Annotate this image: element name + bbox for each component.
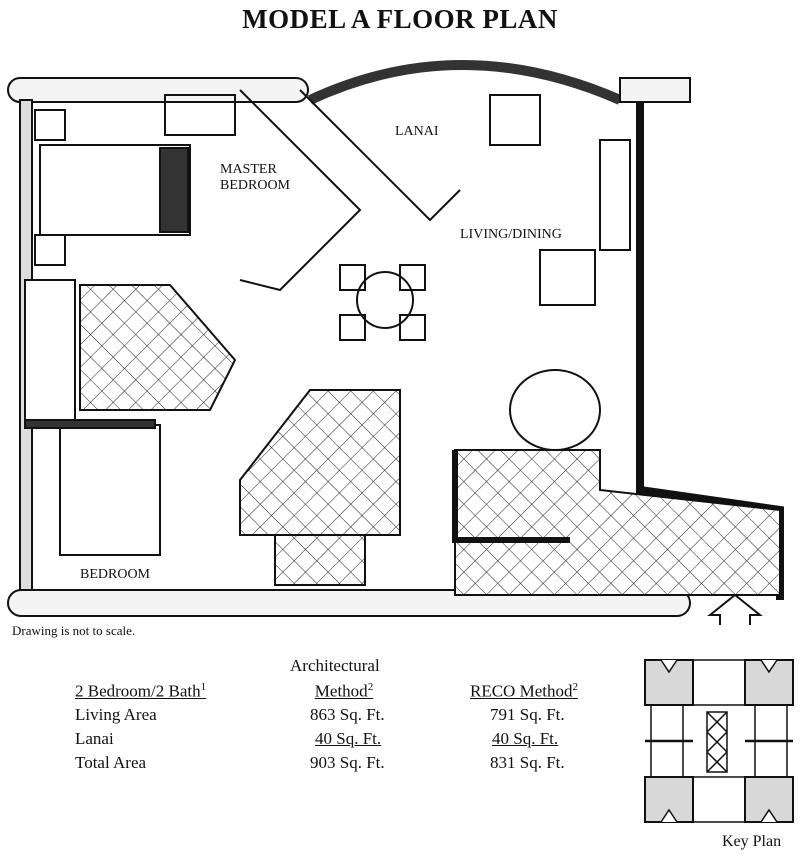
desk [164, 94, 236, 136]
row-arch-value: 903 Sq. Ft. [310, 753, 385, 772]
nightstand [34, 109, 66, 141]
bathtub [24, 279, 76, 421]
row-arch-value: 40 Sq. Ft. [315, 729, 382, 748]
col-reco-header: RECO Method2 [470, 681, 578, 702]
bottom-wall [7, 589, 691, 617]
entry-arrow [707, 593, 763, 625]
room-label-line: MASTER [220, 162, 277, 177]
col-arch-header-line2: Method2 [288, 681, 400, 702]
col-arch-header-line1: Architectural [290, 656, 380, 675]
lanai-railing [307, 60, 623, 105]
bedroom-bed [59, 424, 161, 556]
row-label: Total Area [75, 753, 147, 772]
shower [274, 534, 366, 586]
page-title: MODEL A FLOOR PLAN [242, 4, 558, 34]
dining-table [356, 271, 414, 329]
footnote-marker: 1 [200, 681, 207, 693]
col-reco-method: RECO Method [470, 681, 573, 701]
master-bath [79, 284, 237, 411]
unit-type-header: 2 Bedroom/2 Bath1 [75, 681, 206, 702]
row-reco-value: 40 Sq. Ft. [492, 729, 559, 748]
scale-note: Drawing is not to scale. [12, 623, 136, 638]
footnote-marker: 2 [572, 681, 578, 693]
top-wall-left [7, 77, 309, 103]
top-wall-right [619, 77, 691, 103]
breakfast-table [509, 369, 601, 451]
footnote-marker: 2 [367, 681, 374, 693]
row-arch-value: 863 Sq. Ft. [310, 705, 385, 724]
armchair [489, 94, 541, 146]
row-reco-value: 791 Sq. Ft. [490, 705, 565, 724]
col-arch-method: Method [314, 681, 368, 701]
row-label: Lanai [75, 729, 114, 748]
kitchen-floor [454, 449, 781, 596]
room-label-line: BEDROOM [220, 178, 291, 193]
armchair [539, 249, 596, 306]
room-label-master-bedroom: MASTER BEDROOM [220, 162, 290, 194]
room-label-bedroom: BEDROOM [80, 567, 151, 582]
row-label: Living Area [75, 705, 157, 724]
room-label-living-dining: LIVING/DINING [460, 227, 562, 242]
nightstand [34, 234, 66, 266]
room-label-lanai: LANAI [395, 124, 439, 139]
row-reco-value: 831 Sq. Ft. [490, 753, 565, 772]
closet [239, 89, 362, 292]
key-plan-label: Key Plan [722, 833, 782, 850]
second-bath [239, 389, 401, 536]
sofa [599, 139, 631, 251]
floor-plan-drawing [7, 60, 784, 625]
key-plan-diagram [644, 659, 794, 823]
unit-type: 2 Bedroom/2 Bath [75, 681, 201, 701]
